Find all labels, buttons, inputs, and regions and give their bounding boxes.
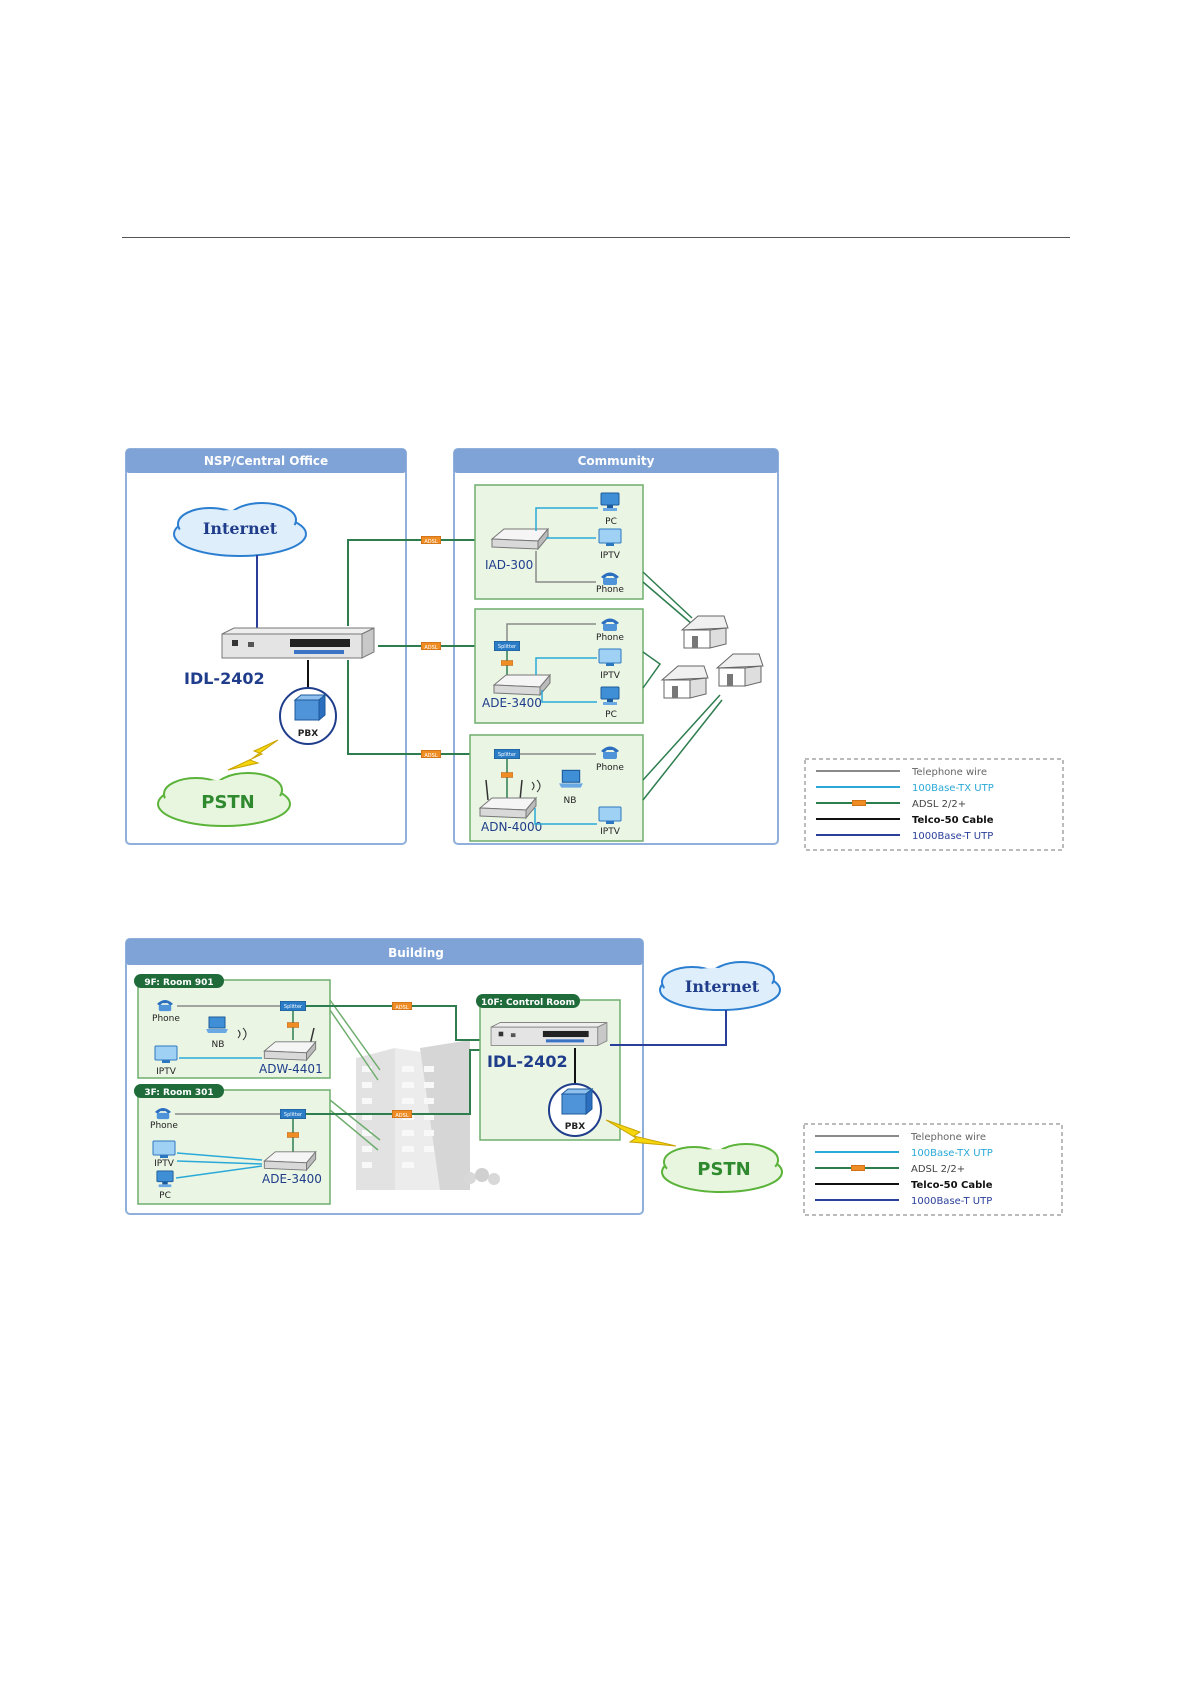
legend-telco50: Telco-50 Cable <box>911 1180 993 1191</box>
community-header: Community <box>578 454 655 468</box>
wifi-icon <box>237 1027 247 1041</box>
iptv-label: IPTV <box>154 1159 175 1169</box>
room-901-label: 9F: Room 901 <box>144 978 213 988</box>
pstn-label: PSTN <box>697 1159 751 1180</box>
iptv-label: IPTV <box>600 827 621 837</box>
nb-icon <box>205 1016 229 1034</box>
ade-3400-device-icon <box>263 1151 317 1171</box>
pbx-label: PBX <box>298 729 318 739</box>
splitter-label: Splitter <box>284 1004 303 1010</box>
adsl-tag-label: ADSL <box>424 645 437 651</box>
diagram-building: Building 9F: Room 901 Phone NB <box>125 938 1063 1216</box>
ade-3400-label: ADE-3400 <box>262 1172 322 1186</box>
internet-label: Internet <box>203 519 278 538</box>
nb-label: NB <box>212 1040 225 1050</box>
top-divider <box>122 237 1070 238</box>
adsl-tag-small <box>501 772 513 778</box>
phone-label: Phone <box>150 1121 178 1131</box>
pstn-cloud-icon <box>661 1143 783 1193</box>
legend-adsl-tag <box>852 800 866 806</box>
pc-label: PC <box>605 517 617 527</box>
legend-telephone-wire: Telephone wire <box>910 1132 986 1143</box>
internet-label: Internet <box>685 977 760 996</box>
legend-adsl: ADSL 2/2+ <box>911 1164 965 1175</box>
iad-300-device-icon <box>491 528 549 550</box>
adsl-tag-small <box>287 1132 299 1138</box>
idl-2402-label: IDL-2402 <box>487 1052 568 1071</box>
legend-adsl-tag <box>851 1165 865 1171</box>
splitter-label: Splitter <box>284 1112 303 1118</box>
pc-label: PC <box>159 1191 171 1201</box>
internet-cloud-icon <box>173 502 307 557</box>
pstn-label: PSTN <box>201 792 255 813</box>
nsp-header: NSP/Central Office <box>204 454 328 468</box>
phone-label: Phone <box>596 763 624 773</box>
room-301-label: 3F: Room 301 <box>144 1088 213 1098</box>
adw-4401-label: ADW-4401 <box>259 1062 323 1076</box>
lightning-icon <box>605 1119 677 1147</box>
adsl-tag-label: ADSL <box>424 753 437 759</box>
pc-icon <box>156 1170 174 1188</box>
adsl-tag-small <box>287 1022 299 1028</box>
iptv-icon <box>598 528 622 547</box>
adsl-tag-small <box>501 660 513 666</box>
iptv-icon <box>598 648 622 667</box>
pstn-cloud-icon <box>157 772 291 827</box>
ade-3400-label: ADE-3400 <box>482 696 542 710</box>
adsl-tag-label: ADSL <box>424 539 437 545</box>
nb-icon <box>558 769 584 789</box>
adw-4401-device-icon <box>263 1041 317 1061</box>
home-box-ade3400: Splitter ADE-3400 Phone IPTV PC <box>474 608 644 724</box>
legend-100base-tx: 100Base-TX UTP <box>911 1148 993 1159</box>
idl-2402-device-icon <box>221 627 375 659</box>
phone-label: Phone <box>596 585 624 595</box>
phone-label: Phone <box>596 633 624 643</box>
legend-adsl: ADSL 2/2+ <box>912 799 966 810</box>
adsl-tag-label: ADSL <box>395 1113 408 1119</box>
iptv-label: IPTV <box>600 551 621 561</box>
iptv-icon <box>598 806 622 825</box>
legend-1: Telephone wire 100Base-TX UTP ADSL 2/2+ … <box>804 758 1064 851</box>
idl-2402-device-icon <box>490 1022 608 1046</box>
telco-lines <box>329 999 381 1151</box>
adn-4000-device-icon <box>479 797 537 819</box>
control-room-box: 10F: Control Room IDL-2402 PBX <box>476 994 621 1141</box>
lightning-icon <box>227 739 279 771</box>
pbx-icon <box>561 1093 587 1115</box>
legend-1000base-t: 1000Base-T UTP <box>912 831 993 842</box>
control-room-label: 10F: Control Room <box>481 998 575 1008</box>
idl-2402-label: IDL-2402 <box>184 669 265 688</box>
phone-label: Phone <box>152 1014 180 1024</box>
pc-icon <box>600 686 620 706</box>
splitter-label: Splitter <box>498 752 517 758</box>
splitter-label: Splitter <box>498 644 517 650</box>
pc-icon <box>600 492 620 512</box>
room-901-box: 9F: Room 901 Phone NB Splitter ADW-4401 … <box>134 974 331 1079</box>
diagram-community: NSP/Central Office Community Internet ID… <box>125 448 1064 851</box>
legend-telco50: Telco-50 Cable <box>912 815 994 826</box>
iptv-icon <box>154 1045 178 1064</box>
iptv-label: IPTV <box>156 1067 177 1077</box>
home-box-adn4000: Splitter ADN-4000 NB Phone IPTV <box>469 734 644 842</box>
iptv-label: IPTV <box>600 671 621 681</box>
legend-1000base-t: 1000Base-T UTP <box>911 1196 992 1207</box>
nb-label: NB <box>564 796 577 806</box>
legend-2: Telephone wire 100Base-TX UTP ADSL 2/2+ … <box>803 1123 1063 1216</box>
home-box-iad300: IAD-300 PC IPTV Phone <box>474 484 644 600</box>
room-301-box: 3F: Room 301 Phone Splitter ADE-3400 IPT… <box>134 1084 331 1205</box>
building-header: Building <box>388 946 444 960</box>
adn-4000-label: ADN-4000 <box>481 820 542 834</box>
pc-label: PC <box>605 710 617 720</box>
pbx-icon <box>279 687 337 745</box>
iptv-icon <box>152 1140 176 1159</box>
wifi-icon <box>531 779 541 793</box>
adsl-tag-label: ADSL <box>395 1005 408 1011</box>
legend-telephone-wire: Telephone wire <box>911 767 987 778</box>
pbx-label: PBX <box>565 1122 585 1132</box>
internet-cloud-icon <box>659 961 781 1011</box>
legend-100base-tx: 100Base-TX UTP <box>912 783 994 794</box>
iad-300-label: IAD-300 <box>485 558 533 572</box>
